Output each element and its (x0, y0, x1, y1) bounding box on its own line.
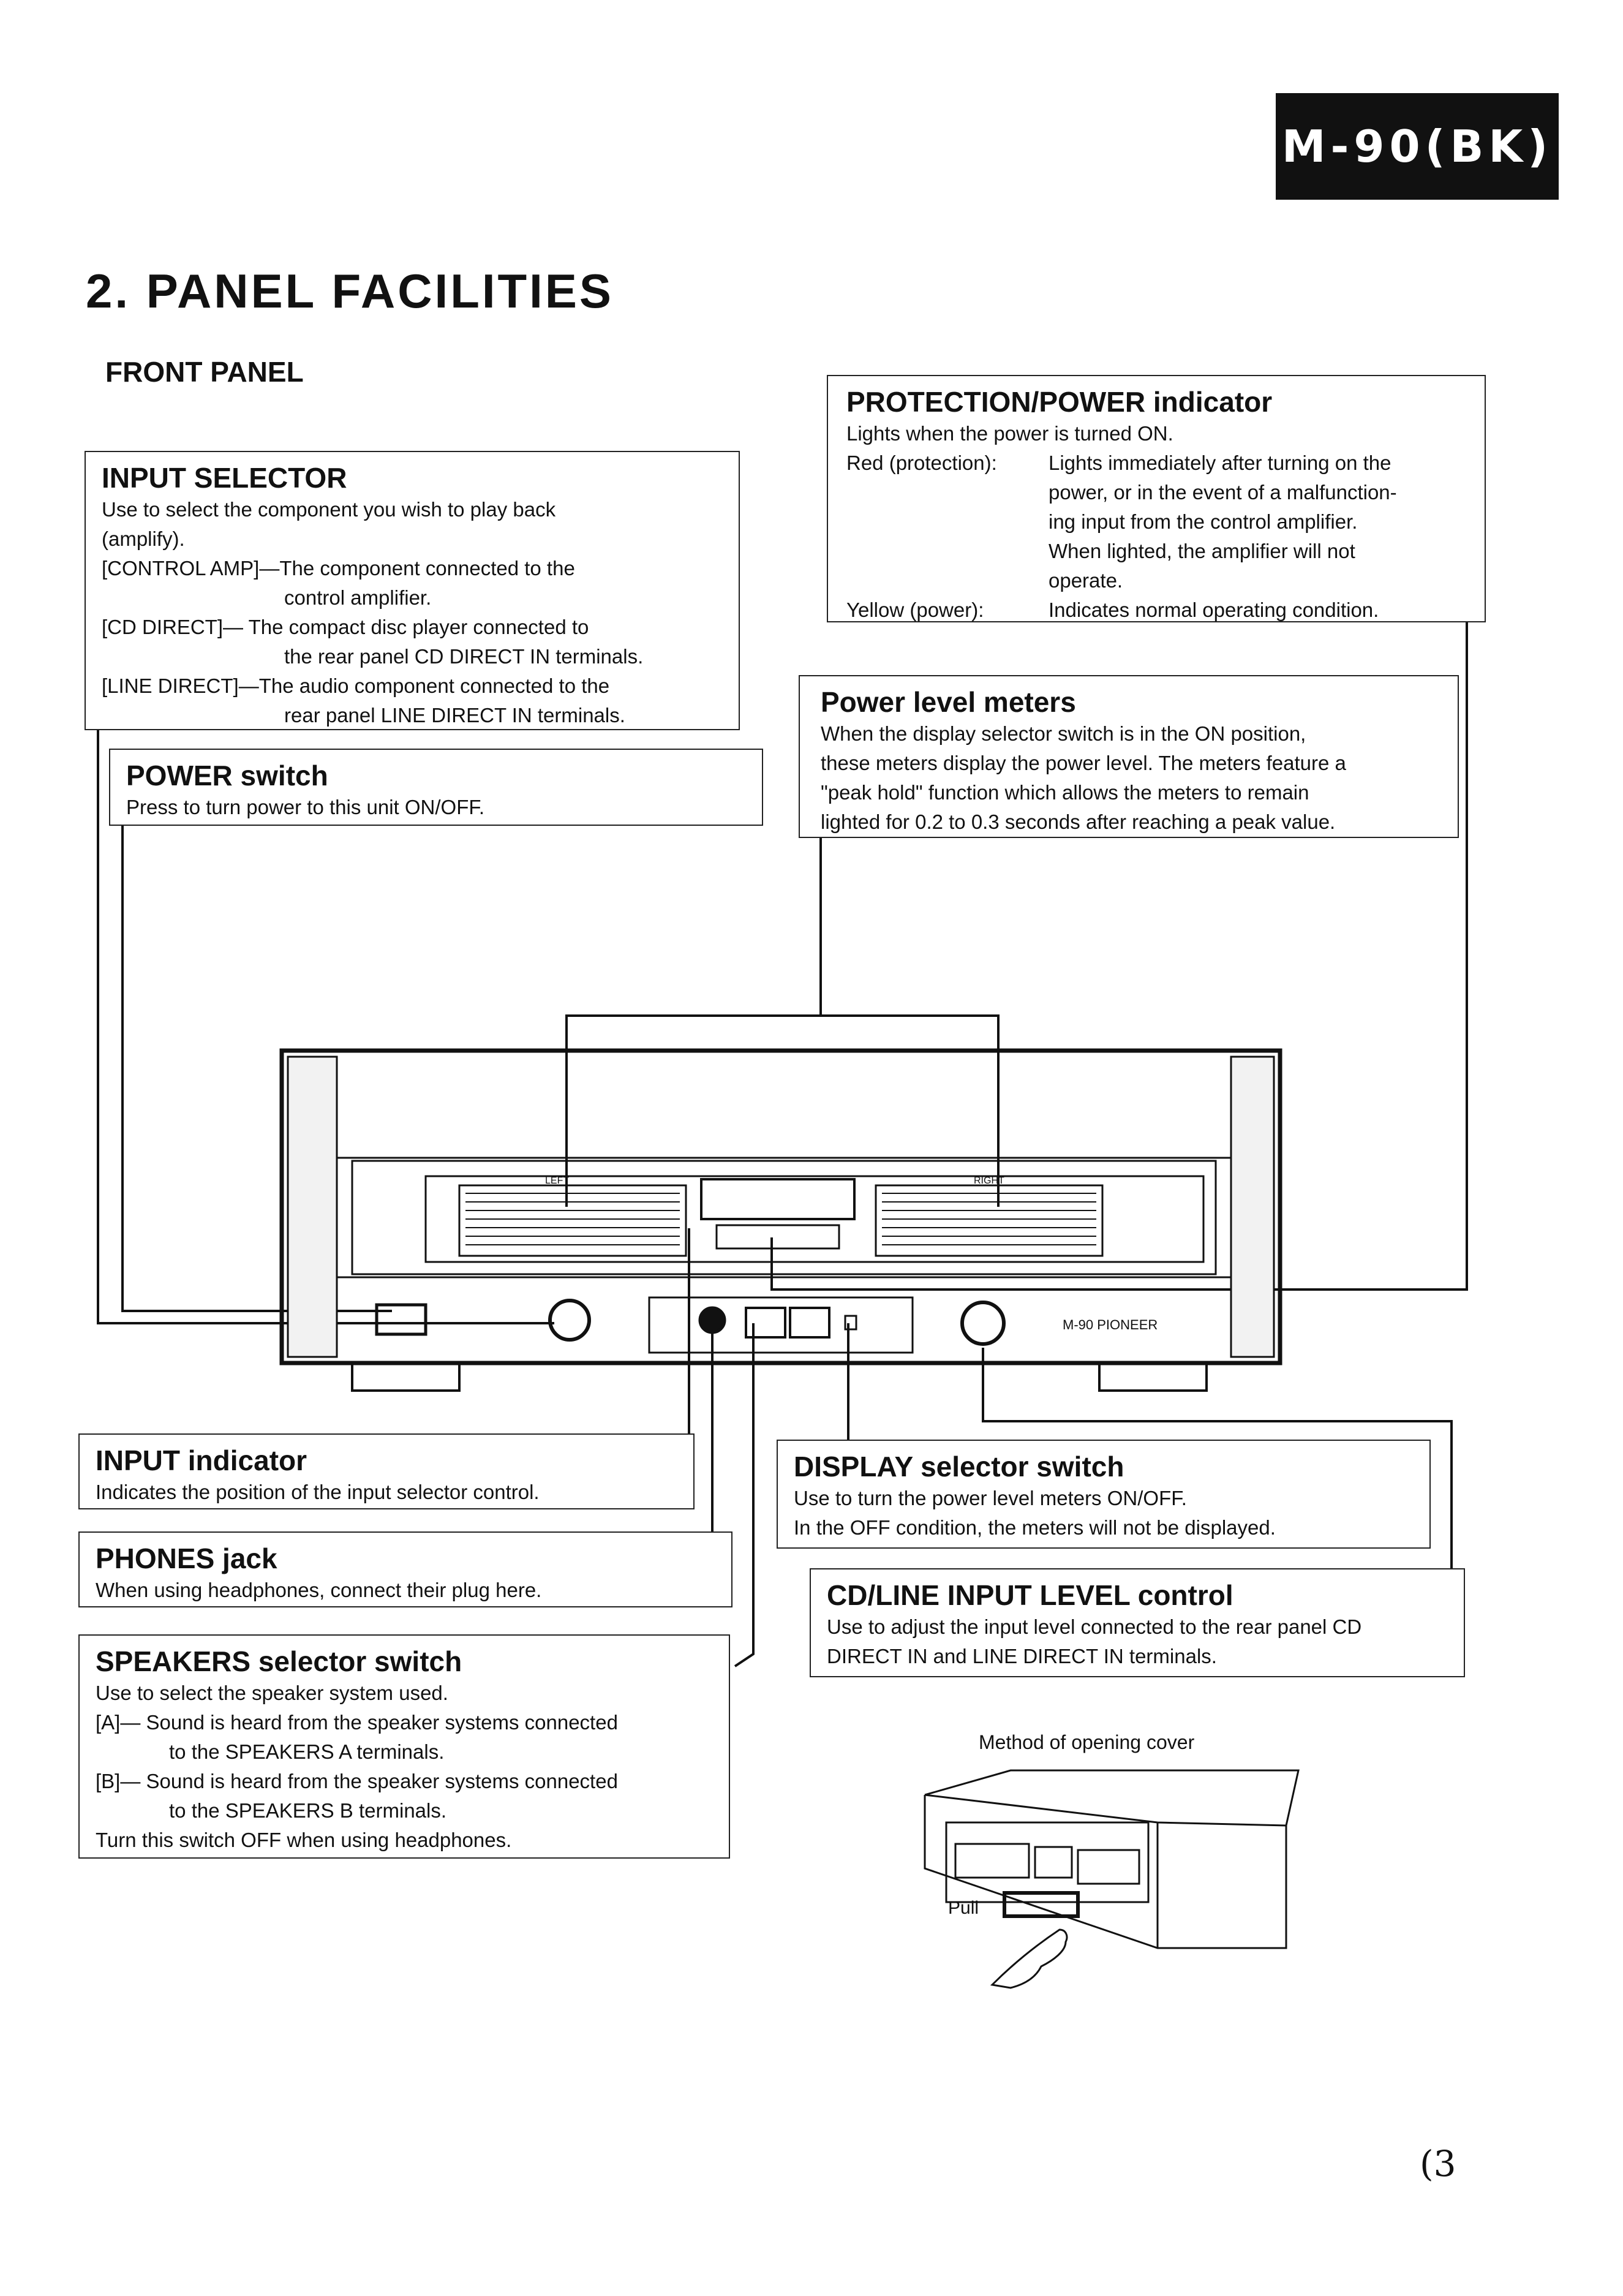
callout-title: PROTECTION/POWER indicator (846, 386, 1273, 418)
callout-display-selector: DISPLAY selector switch Use to turn the … (777, 1440, 1431, 1549)
callout-line: When lighted, the amplifier will not (1049, 540, 1355, 562)
leader-speakers (734, 1323, 755, 1667)
callout-title: POWER switch (126, 760, 328, 791)
callout-input-selector: INPUT SELECTOR Use to select the compone… (85, 451, 740, 730)
callout-line: to the SPEAKERS A terminals. (169, 1740, 445, 1763)
callout-line: Use to select the component you wish to … (102, 498, 556, 521)
callout-title: SPEAKERS selector switch (96, 1645, 462, 1677)
model-badge: M-90(BK) (1276, 93, 1559, 200)
callout-power-level-meters: Power level meters When the display sele… (799, 675, 1459, 838)
callout-title: Power level meters (821, 686, 1076, 718)
callout-line: When using headphones, connect their plu… (96, 1579, 542, 1601)
callout-line: (amplify). (102, 527, 185, 550)
leader-meters-bracket (565, 1014, 1000, 1207)
cover-caption: Method of opening cover (979, 1731, 1195, 1753)
pull-label: Pull (948, 1898, 979, 1918)
callout-line: power, or in the event of a malfunction- (1049, 481, 1397, 504)
callout-line: [B]— Sound is heard from the speaker sys… (96, 1770, 618, 1792)
callout-line: these meters display the power level. Th… (821, 752, 1346, 774)
callout-line: [LINE DIRECT]—The audio component connec… (102, 674, 610, 697)
callout-line: Use to select the speaker system used. (96, 1682, 448, 1704)
section-title: 2. PANEL FACILITIES (86, 264, 614, 318)
callout-title: CD/LINE INPUT LEVEL control (827, 1579, 1233, 1611)
meter-left-label: LEFT (545, 1176, 569, 1186)
front-panel-heading: FRONT PANEL (105, 356, 304, 388)
callout-line: ing input from the control amplifier. (1049, 510, 1358, 533)
callout-line: DIRECT IN and LINE DIRECT IN terminals. (827, 1645, 1217, 1667)
callout-line: rear panel LINE DIRECT IN terminals. (284, 704, 625, 727)
callout-line: Press to turn power to this unit ON/OFF. (126, 796, 485, 818)
leader-input-selector (97, 729, 554, 1324)
callout-speakers-selector: SPEAKERS selector switch Use to select t… (78, 1634, 730, 1859)
callout-input-indicator: INPUT indicator Indicates the position o… (78, 1433, 695, 1509)
callout-line: lighted for 0.2 to 0.3 seconds after rea… (821, 810, 1336, 833)
callout-line: Use to turn the power level meters ON/OF… (794, 1487, 1187, 1509)
page-number: (3 (1420, 2143, 1456, 2185)
callout-line: "peak hold" function which allows the me… (821, 781, 1309, 804)
yellow-label: Yellow (power): (846, 599, 984, 621)
callout-line: the rear panel CD DIRECT IN terminals. (284, 645, 644, 668)
callout-title: INPUT SELECTOR (102, 462, 347, 494)
callout-line: Use to adjust the input level connected … (827, 1615, 1362, 1638)
brand-label: M-90 PIONEER (1063, 1317, 1158, 1332)
amplifier-front (279, 1048, 1282, 1392)
callout-line: Lights immediately after turning on the (1049, 451, 1391, 474)
callout-line: When the display selector switch is in t… (821, 722, 1306, 745)
callout-line: [A]— Sound is heard from the speaker sys… (96, 1711, 618, 1734)
callout-title: DISPLAY selector switch (794, 1451, 1124, 1482)
callout-line: [CD DIRECT]— The compact disc player con… (102, 616, 589, 638)
callout-line: Indicates the position of the input sele… (96, 1481, 540, 1503)
callout-line: In the OFF condition, the meters will no… (794, 1516, 1276, 1539)
callout-phones-jack: PHONES jack When using headphones, conne… (78, 1531, 732, 1607)
callout-line: control amplifier. (284, 586, 432, 609)
callout-protection-power: PROTECTION/POWER indicator Lights when t… (827, 375, 1486, 622)
red-label: Red (protection): (846, 451, 997, 474)
callout-title: PHONES jack (96, 1543, 277, 1574)
leader-protection (770, 622, 1468, 1291)
callout-line: to the SPEAKERS B terminals. (169, 1799, 447, 1822)
callout-title: INPUT indicator (96, 1444, 307, 1476)
callout-power-switch: POWER switch Press to turn power to this… (109, 749, 763, 826)
callout-line: Indicates normal operating condition. (1049, 599, 1379, 621)
callout-line: operate. (1049, 569, 1123, 592)
callout-line: Lights when the power is turned ON. (846, 422, 1173, 445)
cover-illustration (924, 1769, 1300, 1989)
leader-cd-line (982, 1348, 1453, 1568)
callout-cd-line-level: CD/LINE INPUT LEVEL control Use to adjus… (810, 1568, 1465, 1677)
meter-right-label: RIGHT (974, 1176, 1004, 1186)
callout-line: [CONTROL AMP]—The component connected to… (102, 557, 575, 580)
callout-line: Turn this switch OFF when using headphon… (96, 1829, 512, 1851)
